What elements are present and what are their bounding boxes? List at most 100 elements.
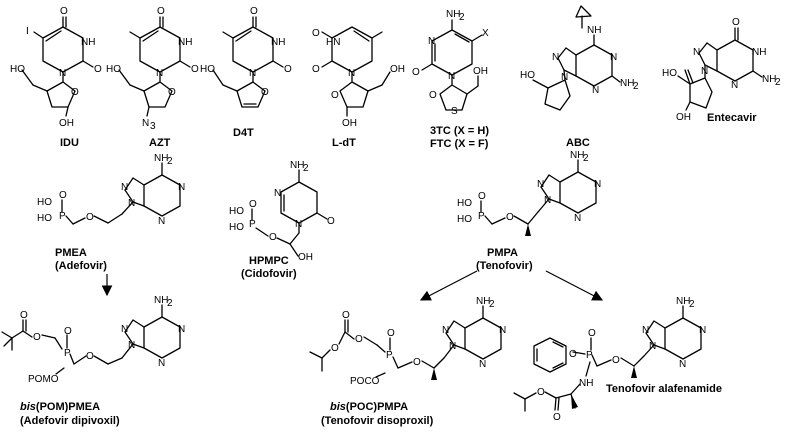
atom-label: HO [229,206,244,217]
atom-label: HO [520,70,535,81]
compound-label: 3TC (X = H) [430,125,489,137]
compound-sublabel: (Tenofovir disoproxil) [321,415,434,427]
atom-label: N [642,325,649,336]
atom-label: I [26,26,29,37]
atom-label: O [553,412,561,423]
atom-label: N [499,325,506,336]
atom-label: OH [473,66,488,77]
atom-label: O [355,334,363,345]
atom-label: NH [676,296,690,307]
atom-label: N [348,68,355,79]
atom-label: P [249,219,256,230]
atom-label: NH [446,9,460,20]
compound-label: Entecavir [707,112,757,124]
structure-tenofovir-alafenamide: NH 2 N N N N O P O O NH O O Tenofovir al… [513,296,722,423]
atom-label: NH [81,37,95,48]
atom-label: O [588,328,596,339]
compound-label: D4T [233,127,254,139]
atom-label: N [128,340,135,351]
atom-label: O [20,310,28,321]
arrow-pmpa-to-alafenamide [545,270,604,301]
atom-label: O [732,17,740,28]
atom-label: N [295,219,302,230]
structure-idu: O NH O N I O HO OH IDU [10,6,102,149]
atom-label: N [693,47,700,58]
compound-label: Tenofovir alafenamide [606,383,722,395]
compound-sublabel: (Tenofovir) [476,260,533,272]
atom-label: O [312,28,320,39]
atom-label: OH [59,118,74,129]
atom-label: N [448,71,455,82]
atom-label: O [569,349,577,360]
atom-label: N [537,179,544,190]
compound-label: bis(POM)PMEA [20,401,100,413]
atom-label: N [178,182,185,193]
svg-text:2: 2 [583,153,589,164]
atom-label: P [64,348,71,359]
atom-label: O [327,216,335,227]
compound-label: PMEA [55,247,87,259]
atom-label: O [331,90,339,101]
atom-label: NH [587,25,601,36]
structure-azt: O NH O N O HO N 3 AZT [106,6,199,149]
atom-label: NH [752,47,766,58]
atom-label: NH [178,37,192,48]
atom-label: NH [290,160,304,171]
atom-label: O [59,190,67,201]
atom-label: X [482,28,489,39]
compound-label: FTC (X = F) [430,138,489,150]
structure-bis-poc-pmpa: NH 2 N N N N O P O O O O POCO bis(POC)PM… [309,296,506,427]
atom-label: N [479,359,486,370]
compound-label: PMPA [487,247,518,259]
structure-bis-pom-pmea: NH 2 N N N N O P O O O POMO bis(POM)PMEA… [1,295,185,427]
atom-label: N [121,182,128,193]
structure-l-dt: O HN O N O OH OH L-dT [312,26,405,149]
atom-label: N [428,36,435,47]
atom-label: O [94,64,102,75]
atom-label: HO [106,64,121,75]
compound-label: IDU [60,137,79,149]
atom-label: NH [762,74,776,85]
atom-label: O [331,343,339,354]
atom-label: O [86,212,94,223]
atom-label: O [478,191,486,202]
atom-label: O [342,310,350,321]
atom-label: N [592,85,599,96]
atom-label: O [64,326,72,337]
atom-label: O [261,87,269,98]
atom-label: HO [457,198,472,209]
compound-sublabel: (Adefovir dipivoxil) [20,415,120,427]
atom-label: O [612,355,620,366]
atom-label: O [413,357,421,368]
atom-label: NH [620,78,634,89]
atom-label: N [679,359,686,370]
structure-hpmpc: NH 2 N N O O P O HO HO OH HPMPC (Cidofov… [229,160,335,280]
svg-text:2: 2 [167,298,173,309]
atom-label: P [386,350,393,361]
svg-text:2: 2 [775,77,781,88]
atom-label: HO [229,222,244,233]
atom-label: OH [298,252,313,263]
atom-label: O [269,232,277,243]
atom-label: NH [154,295,168,306]
atom-label: N [552,52,559,63]
atom-label: HO [200,64,215,75]
atom-label: N [249,68,256,79]
atom-label: N [449,341,456,352]
atom-label: NH [579,378,593,389]
atom-label: P [586,350,593,361]
svg-text:2: 2 [689,299,695,310]
atom-label: N [178,324,185,335]
structure-d4t: O NH O N O HO D4T [200,6,292,139]
atom-label: N [128,198,135,209]
svg-text:3: 3 [150,121,156,132]
atom-label: O [60,6,68,17]
atom-label: HO [37,213,52,224]
atom-label: OH [342,118,357,129]
atom-label: HO [662,68,677,79]
structure-pmea: NH 2 N N N N O P O HO HO PMEA (Adefovir) [37,153,185,272]
compound-sublabel: (Cidofovir) [241,268,297,280]
compound-sublabel: (Adefovir) [55,260,107,272]
atom-label: HO [10,64,25,75]
